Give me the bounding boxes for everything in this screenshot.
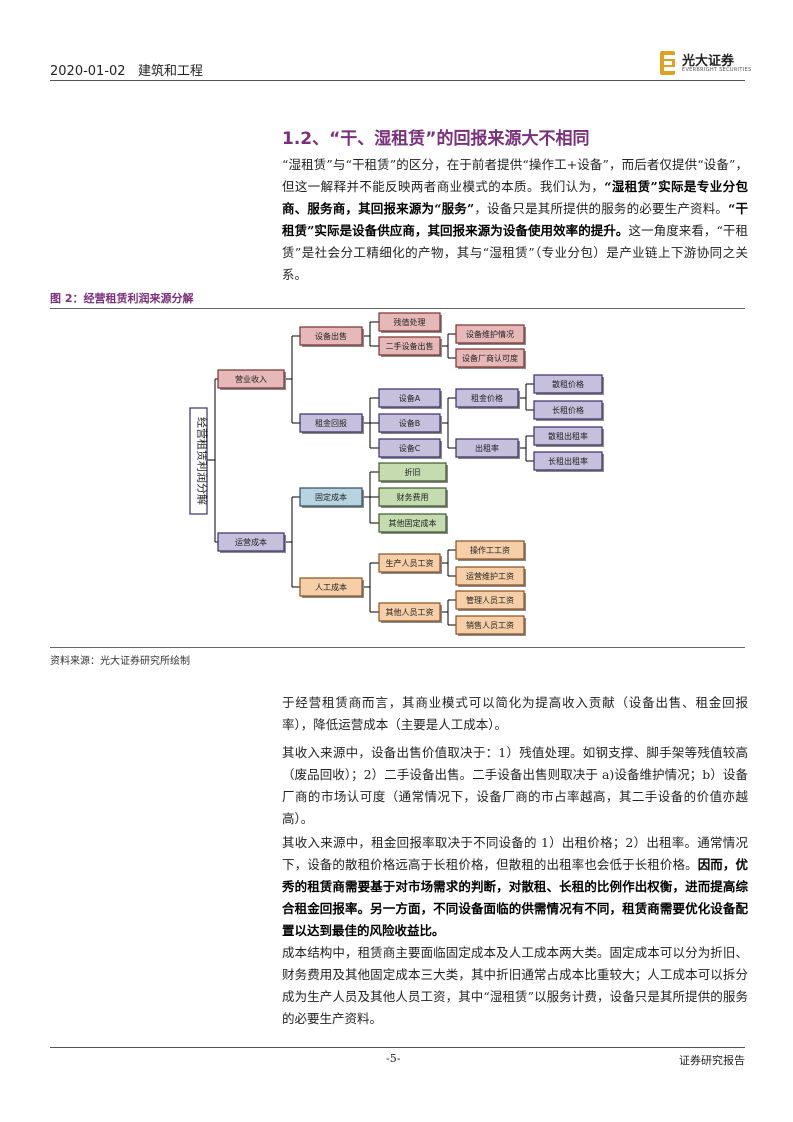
node-fixed_cost-box [299,487,363,507]
node-short_price-label: 散租价格 [552,379,584,389]
node-other_wage-label: 其他人员工资 [386,607,434,617]
node-fixed_cost-label: 固定成本 [315,492,347,502]
node-equip_c-label: 设备C [399,443,421,453]
node-cost-label: 运营成本 [235,537,267,547]
node-maker_rec-box [455,348,525,368]
node-util_rate-label: 出租率 [475,443,499,453]
node-depreciation-label: 折旧 [405,467,421,477]
footer-label: 证券研究报告 [679,1054,745,1067]
node-other_wage-box [378,602,441,622]
node-equip_c-box [378,438,441,458]
footer-divider [50,1047,745,1048]
node-revenue-label: 营业收入 [235,374,267,384]
node-sales_wage-box [455,615,525,635]
diagram-connectors [207,321,534,626]
node-long_rate-box [533,451,603,471]
node-mgmt_wage-label: 管理人员工资 [466,595,514,605]
logo-subtitle: EVERBRIGHT SECURITIES [682,67,752,73]
figure-top-rule [50,308,745,309]
node-short_rate-label: 散租出租率 [548,431,588,441]
node-short_rate-box [533,426,603,446]
node-labor_cost-box [299,577,363,597]
node-maint-box [455,324,525,344]
node-equip_b-label: 设备B [399,418,421,428]
page-number: -5- [386,1052,401,1065]
node-equip_a-label: 设备A [399,393,421,403]
p1-text-2: ，设备只是其所提供的服务的必要生产资料。 [474,201,729,216]
node-long_rate-label: 长租出租率 [548,456,588,466]
report-date-sector: 2020-01-02 建筑和工程 [50,60,203,79]
node-sales_wage-label: 销售人员工资 [466,620,514,630]
figure-bottom-rule [50,647,745,648]
node-other_fixed-label: 其他固定成本 [389,518,437,528]
node-equip_sale-label: 设备出售 [315,331,347,341]
paragraph-3: 其收入来源中，设备出售价值取决于：1）残值处理。如钢支撑、脚手架等残值较高（废品… [282,745,748,826]
node-maint-label: 设备维护情况 [466,329,514,339]
node-maint_wage-label: 运营维护工资 [466,571,514,581]
node-cost-box [217,532,285,552]
node-residual-label: 残值处理 [394,317,426,327]
p4-text-1: 其收入来源中，租金回报率取决于不同设备的 1）出租价格；2）出租率。通常情况下，… [282,835,748,872]
node-util_rate-box [455,438,519,458]
node-prod_wage-label: 生产人员工资 [386,558,434,568]
section-title: 1.2、“干、湿租赁”的回报来源大不相同 [282,129,590,149]
node-rent_return-label: 租金回报 [315,418,347,428]
paragraph-1: “湿租赁”与“干租赁”的区分，在于前者提供“操作工+设备”，而后者仅提供“设备”… [282,154,748,286]
node-equip_sale-box [299,326,363,346]
node-equip_b-box [378,413,441,433]
node-long_price-label: 长租价格 [552,405,584,415]
node-other_fixed-box [378,513,447,533]
node-operator_wage-label: 操作工工资 [470,545,510,555]
node-rent_price-box [455,388,519,408]
figure-title: 图 2：经营租赁利润来源分解 [50,292,194,305]
node-root-box [189,407,208,515]
p1-text-3: 这一角度来看，“干租赁”是社会分工精细化的产物，其与“湿租赁”（专业分包）是产业… [282,223,748,282]
header-divider [50,80,745,81]
p4-bold-1: 因而，优秀的租赁商需要基于对市场需求的判断，对散租、长租的比例作出权衡，进而提高… [282,857,748,938]
node-maker_rec-label: 设备厂商认可度 [462,353,518,363]
node-operator_wage-box [455,540,525,560]
node-revenue-box [217,369,285,389]
company-logo: 光大证券 EVERBRIGHT SECURITIES [658,50,752,76]
node-second_hand-label: 二手设备出售 [386,341,434,351]
node-residual-box [378,312,441,332]
node-equip_a-box [378,388,441,408]
p1-text-1: “湿租赁”与“干租赁”的区分，在于前者提供“操作工+设备”，而后者仅提供“设备”… [282,157,748,194]
figure-source: 资料来源：光大证券研究所绘制 [50,656,190,667]
report-sector: 建筑和工程 [137,64,203,79]
paragraph-5: 成本结构中，租赁商主要面临固定成本及人工成本两大类。固定成本可以分为折旧、财务费… [282,945,748,1026]
logo-mark-icon [660,51,675,75]
node-labor_cost-label: 人工成本 [315,582,347,592]
node-long_price-box [533,400,603,420]
node-root-label: 经营租赁利润分解 [196,417,210,505]
node-second_hand-box [378,336,441,356]
node-short_price-box [533,374,603,394]
node-maint_wage-box [455,566,525,586]
logo-name: 光大证券 [682,54,735,69]
paragraph-4: 其收入来源中，租金回报率取决于不同设备的 1）出租价格；2）出租率。通常情况下，… [282,832,748,942]
p1-bold-2: “干租赁”实际是设备供应商，其回报来源为设备使用效率的提升。 [282,201,748,238]
node-rent_return-box [299,413,363,433]
paragraph-2: 于经营租赁商而言，其商业模式可以简化为提高收入贡献（设备出售、租金回报率），降低… [282,695,748,732]
node-mgmt_wage-box [455,590,525,610]
node-finance-label: 财务费用 [397,492,429,502]
node-prod_wage-box [378,553,441,573]
p1-bold-1: “湿租赁”实际是专业分包商、服务商，其回报来源为“服务” [282,179,748,216]
node-depreciation-box [378,462,447,482]
report-date: 2020-01-02 [50,64,126,79]
node-rent_price-label: 租金价格 [471,393,503,403]
node-finance-box [378,487,447,507]
